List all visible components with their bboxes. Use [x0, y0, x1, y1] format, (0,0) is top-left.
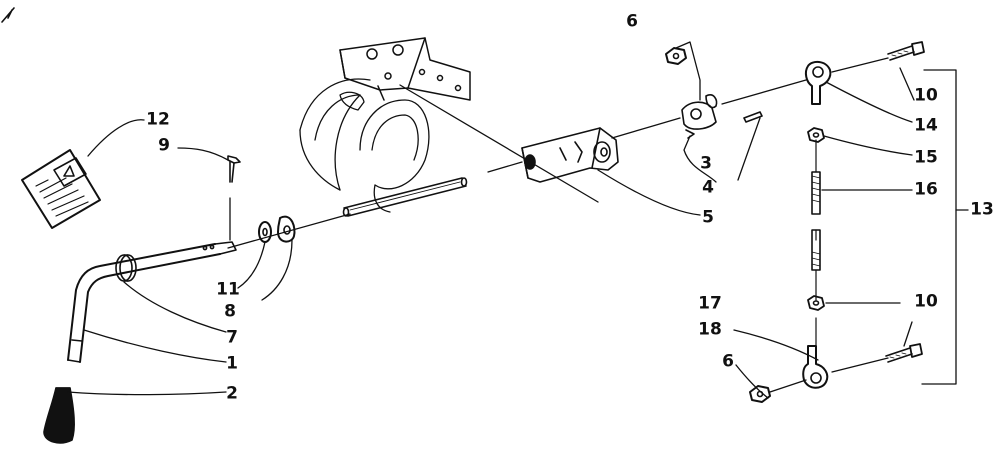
wave-washer	[277, 215, 296, 243]
callout-12: 12	[146, 109, 170, 130]
callout-16: 16	[914, 179, 938, 200]
warning-decal	[21, 149, 101, 229]
callout-11: 11	[216, 279, 240, 300]
callout-18: 18	[698, 319, 722, 340]
lower-bolt	[885, 343, 923, 363]
callout-15: 15	[914, 147, 938, 168]
callout-2: 2	[226, 383, 238, 404]
callout-3: 3	[700, 153, 712, 174]
callout-9: 9	[158, 135, 170, 156]
callout-5: 5	[702, 207, 714, 228]
callout-6-top: 6	[626, 11, 638, 32]
threaded-rod-upper	[811, 171, 821, 215]
hex-nut-top	[665, 47, 687, 65]
callout-7: 7	[226, 327, 238, 348]
throttle-cable	[399, 84, 599, 203]
callout-1: 1	[226, 353, 238, 374]
callout-10-bottom: 10	[914, 291, 938, 312]
callout-13: 13	[970, 199, 994, 220]
engine-outline	[299, 78, 430, 213]
jam-nut-lower	[807, 295, 825, 311]
linkage-axis	[227, 57, 889, 249]
callout-6-bottom: 6	[722, 351, 734, 372]
cotter-pin	[227, 155, 241, 241]
lower-rod-end	[802, 345, 829, 389]
hex-nut-bottom	[749, 385, 771, 403]
corner-mark	[1, 7, 15, 23]
cable-clip	[681, 94, 718, 139]
upper-rod-end	[804, 60, 832, 105]
leader-lines	[67, 41, 969, 399]
callout-8: 8	[224, 301, 236, 322]
throttle-arm-housing	[521, 127, 619, 183]
upper-bolt	[887, 41, 925, 61]
engine-bracket	[339, 37, 471, 101]
connecting-shaft	[342, 177, 468, 217]
callout-14: 14	[914, 115, 938, 136]
lever-collar	[115, 254, 137, 282]
jam-nut-upper	[807, 127, 825, 143]
callout-10-top: 10	[914, 85, 938, 106]
lower-linkage-axis	[769, 357, 889, 393]
lever-knob	[43, 387, 75, 444]
threaded-rod-lower	[811, 229, 821, 271]
small-pin	[743, 111, 763, 123]
callout-17: 17	[698, 293, 722, 314]
throttle-lever	[67, 241, 237, 363]
callout-4: 4	[702, 177, 714, 198]
flat-washer	[258, 221, 272, 243]
